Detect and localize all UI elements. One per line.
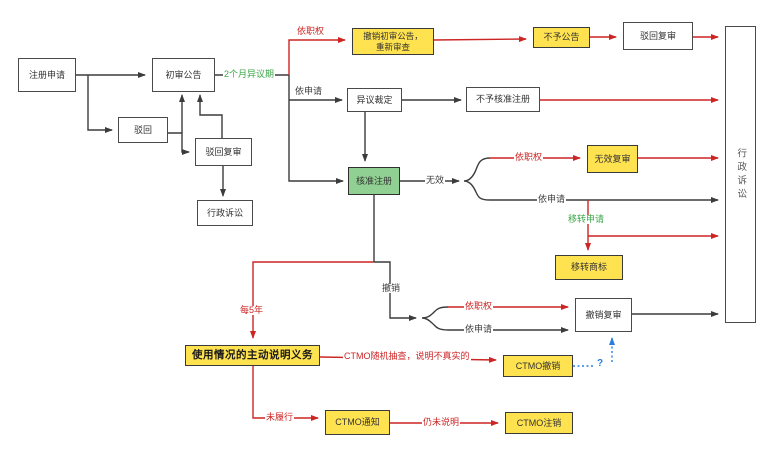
node-no-announcement: 不予公告 — [533, 27, 590, 48]
edge-ex-officio-to-revoke-announcement — [288, 37, 346, 75]
node-ctmo-notice: CTMO通知 — [325, 410, 390, 435]
node-disapprove-registration: 不予核准注册 — [466, 87, 540, 112]
edge-label-by-application-top: 依申请 — [295, 86, 323, 96]
brace-revoke — [421, 306, 449, 331]
edge-application-to-rejection — [87, 75, 113, 133]
edge-label-ex-officio-top: 依职权 — [297, 26, 325, 36]
node-ctmo-revoke: CTMO撤销 — [503, 355, 573, 377]
edge-label-ex-officio-mid: 依职权 — [514, 152, 544, 162]
edge-not-performed-to-ctmo-notice — [252, 365, 319, 421]
edge-label-not-performed: 未履行 — [265, 412, 295, 422]
edge-period-to-approve-registration — [288, 75, 344, 184]
node-rejection: 驳回 — [118, 117, 168, 143]
node-opposition-ruling: 异议裁定 — [347, 88, 402, 112]
edge-label-ctmo-random-check: CTMO随机抽查，说明不真实的 — [343, 351, 471, 361]
node-registration-application: 注册申请 — [18, 58, 76, 92]
edge-rejection-review-to-announcement — [197, 94, 223, 138]
edge-label-by-application-bottom: 依申请 — [464, 324, 494, 334]
node-usage-statement-obligation: 使用情况的主动说明义务 — [185, 345, 320, 366]
node-revocation-review: 撤销复审 — [575, 298, 632, 332]
brace-invalid — [463, 157, 491, 201]
node-transfer-trademark: 移转商标 — [555, 255, 623, 280]
node-administrative-litigation-left: 行政诉讼 — [197, 200, 253, 226]
node-invalidation-review: 无效复审 — [587, 145, 638, 173]
node-rejection-review-top: 驳回复审 — [623, 22, 693, 50]
edge-revoke-announcement-to-no-announcement — [432, 36, 527, 43]
edge-label-every-5-years: 每5年 — [239, 305, 265, 315]
node-administrative-litigation-right: 行政诉讼 — [725, 26, 756, 323]
edge-label-still-no-statement: 仍未说明 — [422, 417, 461, 427]
edge-label-revoke: 撤销 — [381, 283, 402, 293]
node-revoke-preliminary-announcement: 撤销初审公告， 重新审查 — [352, 28, 434, 55]
node-approve-registration: 核准注册 — [348, 167, 400, 195]
node-rejection-review: 驳回复审 — [195, 138, 252, 166]
node-preliminary-announcement: 初审公告 — [152, 58, 215, 92]
edge-label-by-application-mid: 依申请 — [537, 194, 567, 204]
edge-label-question-mark: ? — [597, 358, 604, 369]
edge-label-invalid: 无效 — [425, 175, 446, 185]
edge-label-ex-officio-bottom: 依职权 — [464, 301, 494, 311]
edge-every-5-years — [250, 261, 374, 339]
edge-rejection-to-rejection-review — [168, 132, 190, 155]
edge-label-transfer-application: 移转申请 — [567, 214, 606, 224]
edge-label-opposition-period: 2个月异议期 — [223, 69, 276, 79]
node-ctmo-cancel: CTMO注销 — [505, 412, 573, 434]
